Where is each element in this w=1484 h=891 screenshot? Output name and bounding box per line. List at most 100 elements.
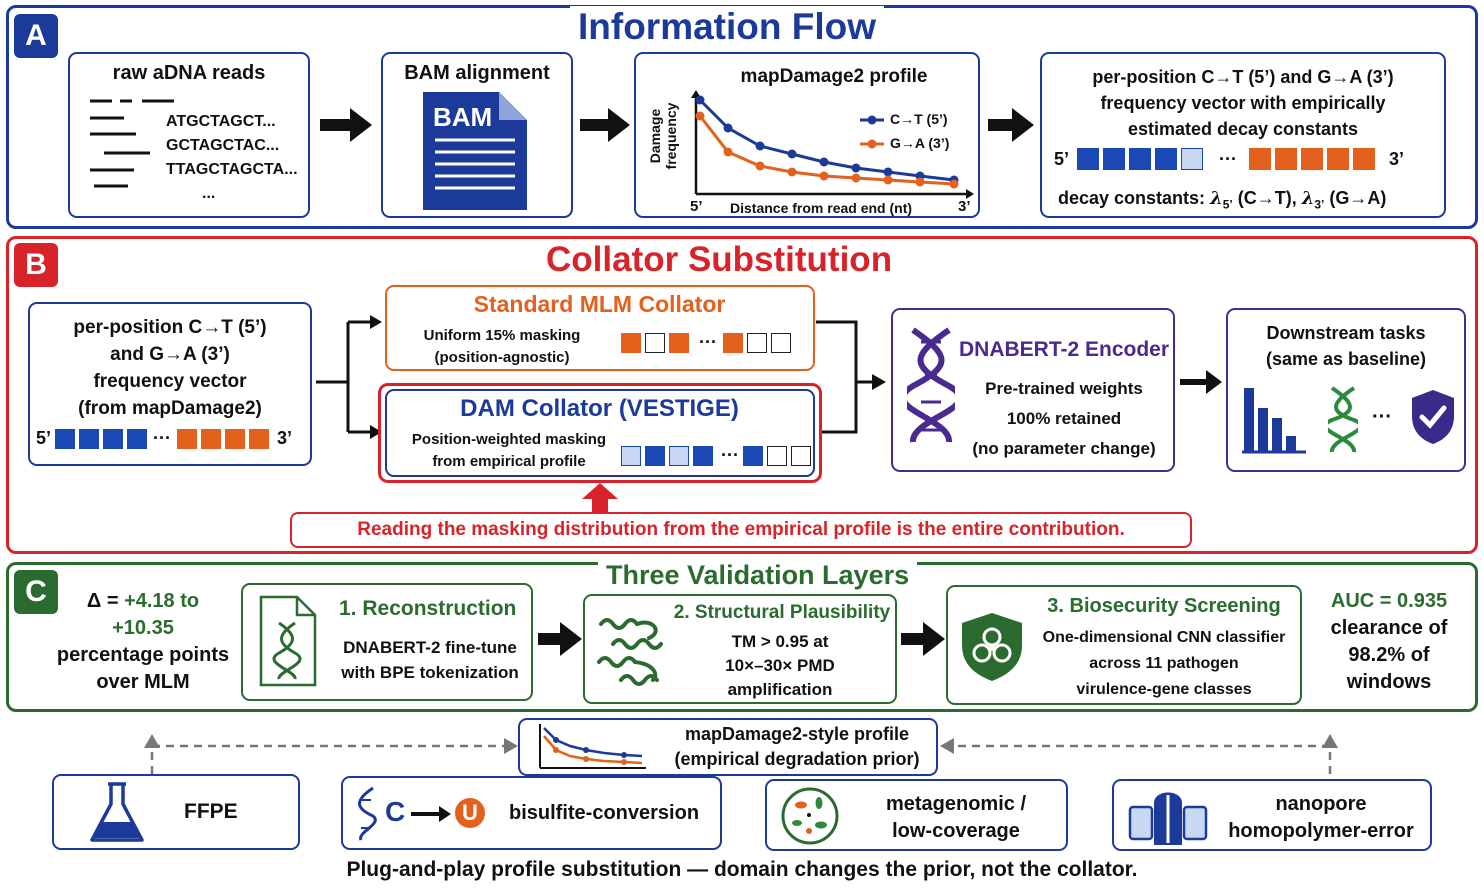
arrow-profile-to-vector: [988, 108, 1034, 142]
vector-ellipsis: ···: [1219, 148, 1237, 169]
b-vector-five: 5’: [36, 428, 52, 448]
nanopore-icon: [1128, 792, 1208, 845]
prior-line-1: mapDamage2-style profile: [684, 724, 910, 744]
frequency-vector-box: per-position C→T (5’) and G→A (3’) frequ…: [1040, 52, 1446, 218]
vec-cell: [1155, 148, 1178, 170]
downstream-tasks-box: Downstream tasks (same as baseline) ···: [1226, 308, 1466, 472]
layer-3-text: One-dimensional CNN classifier across 11…: [1028, 625, 1300, 703]
lambda-5: λ: [1210, 188, 1223, 209]
delta-baseline: over MLM: [96, 671, 190, 693]
arrow-layer1-to-layer2: [538, 622, 582, 656]
callout-up-arrow: [582, 483, 618, 513]
encoder-line-3: (no parameter change): [972, 439, 1156, 458]
bottom-caption: Plug-and-play profile substitution — dom…: [346, 858, 1138, 881]
nanopore-text: nanopore homopolymer-error: [1216, 791, 1426, 845]
dna-helix-icon: [907, 327, 955, 443]
mask-cell: [621, 332, 641, 353]
mask-cell: [669, 332, 689, 353]
delta-text: Δ = +4.18 to +10.35 percentage points ov…: [52, 588, 234, 696]
b-vector-box: per-position C→T (5’) and G→A (3’) frequ…: [28, 302, 312, 466]
mask-cell: [722, 332, 743, 353]
flask-icon: [90, 782, 144, 842]
ffpe-box: FFPE: [52, 774, 300, 850]
b-vector-strip: 5’ ··· 3’: [36, 428, 292, 449]
b-vector-text: per-position C→T (5’) and G→A (3’) frequ…: [30, 314, 310, 422]
vec-cell: [79, 428, 100, 449]
protein-structure-icon: [597, 618, 663, 686]
vec-cell: [1103, 148, 1126, 170]
mask-cell: [621, 445, 641, 466]
dna-green-icon: [1328, 386, 1358, 453]
mlm-text: Uniform 15% masking (position-agnostic): [397, 325, 607, 369]
downstream-ellipsis: ···: [1372, 406, 1392, 428]
b-vector-ellipsis: ···: [153, 428, 171, 448]
legend-ga-label: G→A (3’): [890, 135, 950, 151]
mask-cell: [770, 332, 791, 353]
auc-line-3: 98.2% of: [1348, 644, 1430, 666]
bisulfite-c: C: [385, 796, 406, 827]
dam-line-2: from empirical profile: [432, 453, 586, 470]
legend-ct-marker: [867, 115, 877, 125]
downstream-title: Downstream tasks: [1266, 323, 1426, 343]
raw-reads-title: raw aDNA reads: [112, 62, 266, 84]
delta-high: +10.35: [112, 617, 174, 639]
mlm-line-2: (position-agnostic): [434, 349, 570, 366]
panel-a-title: Information Flow: [570, 6, 885, 48]
mask-cell: [693, 445, 713, 466]
dnabert-encoder-box: DNABERT-2 Encoder Pre-trained weights 10…: [891, 308, 1175, 472]
vec-cell: [249, 428, 269, 449]
vec-cell: [1129, 148, 1152, 170]
layer-1-title: 1. Reconstruction: [339, 597, 517, 620]
vec-cell: [55, 428, 76, 449]
mask-cell: [766, 445, 787, 466]
vector-line-1: per-position C→T (5’) and G→A (3’): [1092, 67, 1394, 87]
encoder-line-1: Pre-trained weights: [985, 379, 1143, 398]
prior-mini-chart: [539, 724, 646, 769]
layer-3-title: 3. Biosecurity Screening: [1047, 595, 1281, 617]
layer-3-line-3: virulence-gene classes: [1076, 681, 1252, 698]
arrow-encoder-to-downstream: [1180, 370, 1222, 394]
legend-ga-marker: [867, 139, 877, 149]
read-2: GCTAGCTAC...: [166, 137, 280, 154]
downstream-text: Downstream tasks (same as baseline): [1228, 320, 1464, 372]
vec-cell: [127, 428, 148, 449]
lambda-3-sub: 3’: [1314, 197, 1325, 212]
decay-constants: decay constants: λ5’ (C→T), λ3’ (G→A): [1058, 188, 1386, 212]
panel-b: [6, 236, 1478, 554]
panel-c-title: Three Validation Layers: [598, 560, 918, 591]
layer-2-line-2: 10×–30× PMD: [725, 656, 835, 675]
vector-text: per-position C→T (5’) and G→A (3’) frequ…: [1042, 64, 1444, 142]
bam-title: BAM alignment: [404, 62, 550, 84]
delta-unit: percentage points: [56, 644, 230, 666]
biohazard-shield-icon: [962, 613, 1022, 681]
auc-line-4: windows: [1346, 671, 1432, 693]
vec-cell: [1181, 148, 1204, 170]
nanopore-box: nanopore homopolymer-error: [1112, 779, 1432, 851]
layer-2-box: 2. Structural Plausibility TM > 0.95 at …: [583, 594, 897, 704]
downstream-subtitle: (same as baseline): [1265, 349, 1427, 369]
panel-a-letter: A: [14, 14, 58, 58]
b-vector-line-1: per-position C→T (5’): [73, 317, 267, 338]
vector-three: 3’: [1389, 148, 1405, 169]
decay-label: decay constants:: [1058, 188, 1206, 208]
prior-profile-box: mapDamage2-style profile (empirical degr…: [518, 718, 938, 776]
bisulfite-box: C U bisulfite-conversion: [341, 776, 722, 850]
metagenomic-box: metagenomic / low-coverage: [765, 779, 1068, 851]
encoder-title: DNABERT-2 Encoder: [958, 338, 1170, 361]
bisulfite-label: bisulfite-conversion: [509, 802, 700, 824]
profile-ga-points: [695, 111, 959, 189]
vec-cell: [225, 428, 245, 449]
decay-ct: (C→T),: [1237, 188, 1297, 208]
mlm-line-1: Uniform 15% masking: [423, 327, 581, 344]
layer-1-box: 1. Reconstruction DNABERT-2 fine-tune wi…: [241, 583, 533, 701]
delta-prefix: Δ =: [86, 590, 125, 612]
mapdamage-profile-box: mapDamage2 profile Damage frequency C→T …: [634, 52, 980, 218]
vec-cell: [177, 428, 197, 449]
layer-2-title: 2. Structural Plausibility: [673, 602, 891, 623]
layer-2-line-3: amplification: [727, 680, 833, 699]
arrow-bam-to-profile: [580, 108, 630, 142]
b-vector-three: 3’: [277, 428, 293, 448]
mask-cell: [742, 445, 763, 466]
reads-list: ATGCTAGCT... GCTAGCTAC... TTAGCTAGCTA...…: [166, 110, 298, 206]
vec-cell: [1249, 148, 1271, 170]
